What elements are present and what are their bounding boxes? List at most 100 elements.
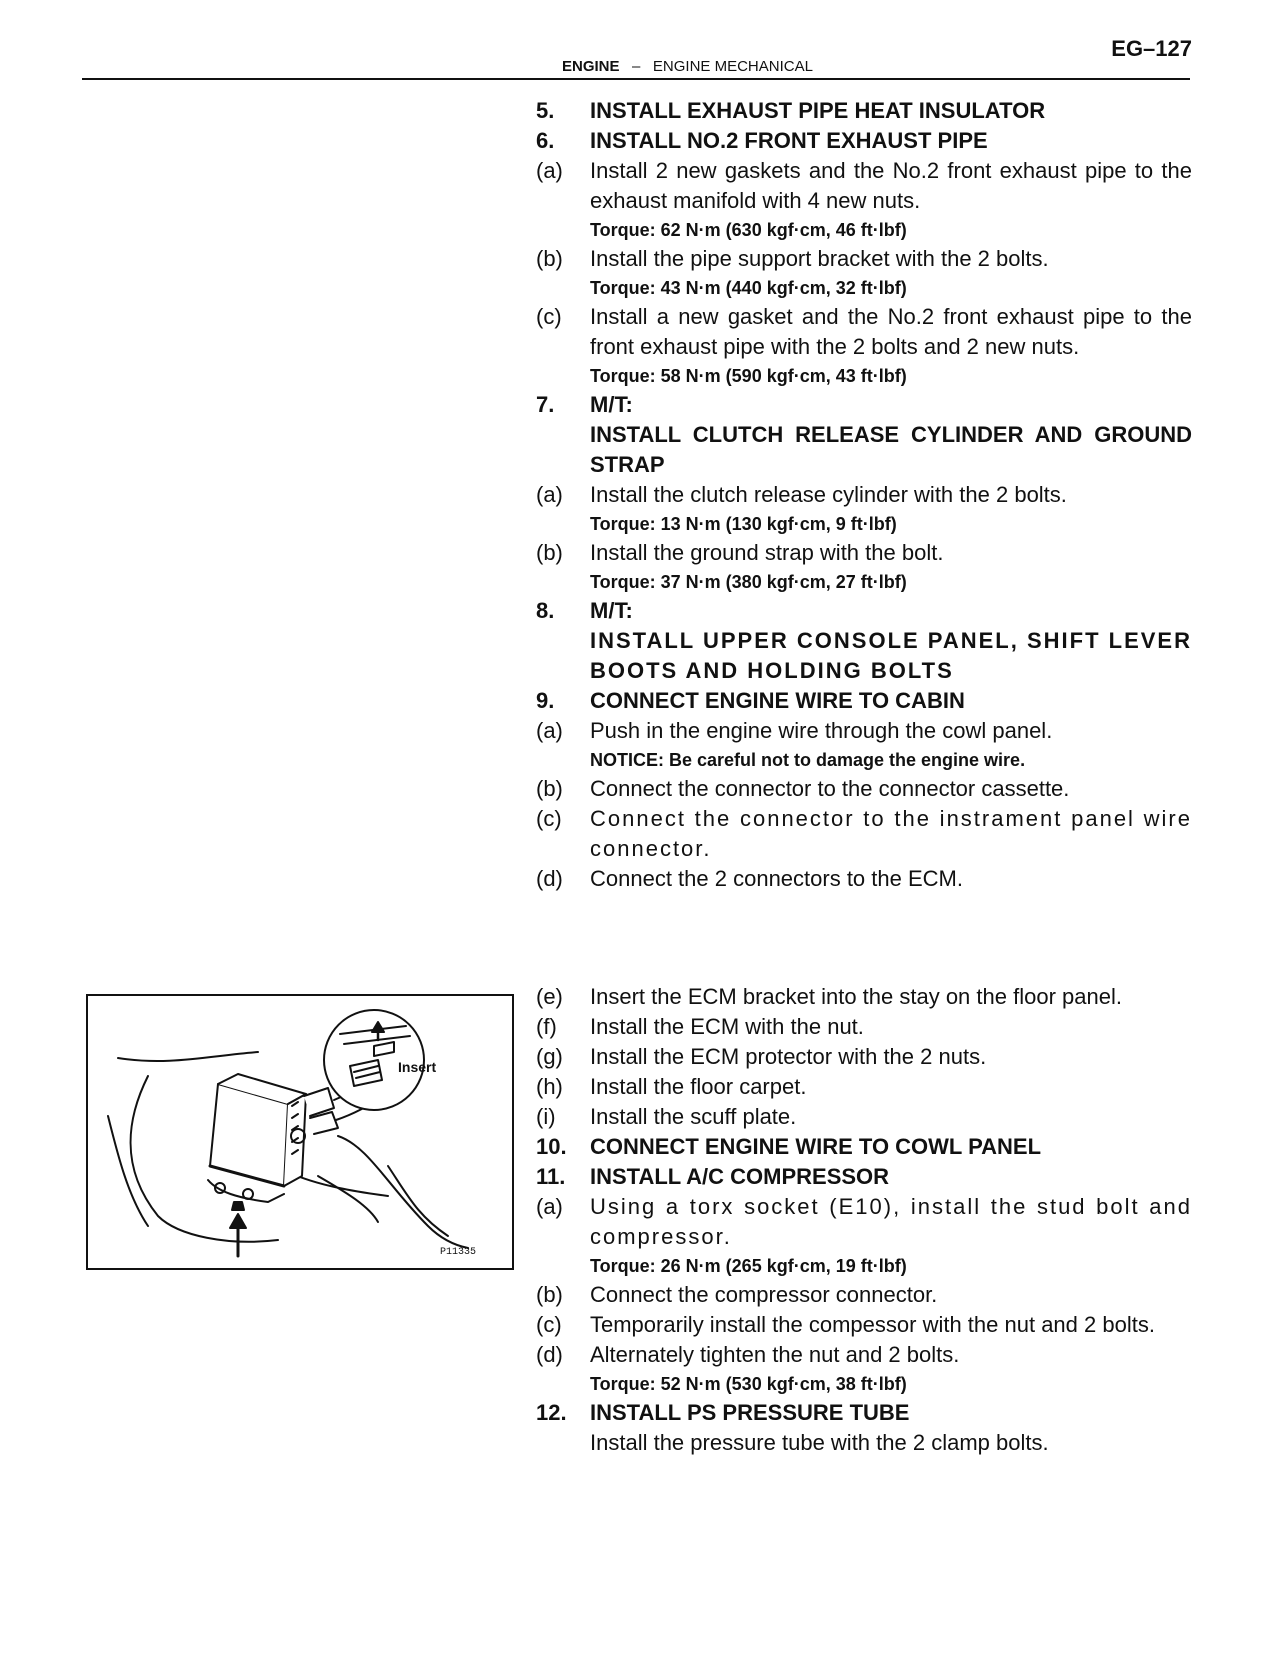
- step-heading: 10. CONNECT ENGINE WIRE TO COWL PANEL: [536, 1132, 1192, 1162]
- page-number: EG–127: [1111, 36, 1192, 61]
- item-number: (b): [536, 540, 563, 565]
- sub-step: (b) Install the ground strap with the bol…: [536, 538, 1192, 568]
- item-number: (d): [536, 1342, 563, 1367]
- item-text: CONNECT ENGINE WIRE TO COWL PANEL: [590, 1134, 1042, 1159]
- item-text: Install the scuff plate.: [590, 1104, 797, 1129]
- item-text: Install the ECM protector with the 2 nut…: [590, 1044, 987, 1069]
- item-number: (c): [536, 304, 562, 329]
- item-text: Push in the engine wire through the cowl…: [590, 718, 1053, 743]
- item-number: 5.: [536, 98, 555, 123]
- item-text: Install the ground strap with the bolt.: [590, 540, 944, 565]
- torque-spec: Torque: 52 N·m (530 kgf·cm, 38 ft·lbf): [590, 1374, 907, 1394]
- torque-spec: Torque: 58 N·m (590 kgf·cm, 43 ft·lbf): [590, 366, 907, 386]
- item-text: INSTALL UPPER CONSOLE PANEL, SHIFT LEVER…: [590, 628, 1192, 683]
- header-rule: [82, 78, 1190, 80]
- item-text: Install the clutch release cylinder with…: [590, 482, 1067, 507]
- header-separator: –: [632, 58, 641, 75]
- torque-spec: Torque: 26 N·m (265 kgf·cm, 19 ft·lbf): [590, 1256, 907, 1276]
- item-text: Connect the connector to the instrament …: [590, 806, 1192, 861]
- step-heading: 12. INSTALL PS PRESSURE TUBE: [536, 1398, 1192, 1428]
- running-header: ENGINE – ENGINE MECHANICAL: [562, 58, 813, 75]
- item-number: (a): [536, 1194, 563, 1219]
- item-text: Install the ECM with the nut.: [590, 1014, 864, 1039]
- item-text: M/T:: [590, 392, 633, 417]
- ecm-nut: [231, 1201, 245, 1211]
- sub-step: (h)Install the floor carpet.: [536, 1072, 1192, 1102]
- item-number: (f): [536, 1014, 557, 1039]
- step-heading: 8. M/T:: [536, 596, 1192, 626]
- item-number: (c): [536, 1312, 562, 1337]
- sub-step: (b) Connect the compressor connector.: [536, 1280, 1192, 1310]
- ecm-connector: [303, 1087, 335, 1117]
- item-number: (e): [536, 984, 563, 1009]
- sub-step: (b) Connect the connector to the connecto…: [536, 774, 1192, 804]
- upper-instructions: 5. INSTALL EXHAUST PIPE HEAT INSULATOR 6. I…: [536, 96, 1192, 894]
- item-number: (b): [536, 776, 563, 801]
- sub-step: (a) Push in the engine wire through the c…: [536, 716, 1192, 746]
- sub-step: (g) Install the ECM protector with the 2 …: [536, 1042, 1192, 1072]
- ecm-illustration: Insert P11335: [107, 1009, 476, 1258]
- item-text: Install a new gasket and the No.2 front …: [590, 304, 1192, 359]
- item-number: (a): [536, 158, 563, 183]
- sub-step: (d)Alternately tighten the nut and 2 bol…: [536, 1340, 1192, 1370]
- figure-code: P11335: [440, 1247, 476, 1258]
- item-text: INSTALL A/C COMPRESSOR: [590, 1164, 890, 1189]
- step-heading: INSTALL UPPER CONSOLE PANEL, SHIFT LEVER…: [536, 626, 1192, 686]
- item-text: Install the pipe support bracket with th…: [590, 246, 1049, 271]
- item-number: (i): [536, 1104, 556, 1129]
- step-heading: 7. M/T:: [536, 390, 1192, 420]
- item-number: (d): [536, 866, 563, 891]
- item-number: 8.: [536, 598, 555, 623]
- item-number: (a): [536, 482, 563, 507]
- sub-step: Install the pressure tube with the 2 cla…: [536, 1428, 1192, 1458]
- item-text: INSTALL NO.2 FRONT EXHAUST PIPE: [590, 128, 988, 153]
- item-number: (b): [536, 1282, 563, 1307]
- torque-spec: Torque: 43 N·m (440 kgf·cm, 32 ft·lbf): [590, 278, 907, 298]
- sub-step: (c) Install a new gasket and the No.2 fro…: [536, 302, 1192, 362]
- insert-label: Insert: [398, 1059, 436, 1075]
- sub-step: (d)Connect the 2 connectors to the ECM.: [536, 864, 1192, 894]
- item-text: Temporarily install the compessor with t…: [590, 1312, 1155, 1337]
- item-text: M/T:: [590, 598, 633, 623]
- item-number: 11.: [536, 1164, 566, 1189]
- item-number: 9.: [536, 688, 555, 713]
- item-text: Install 2 new gaskets and the No.2 front…: [590, 158, 1192, 213]
- ecm-installation-figure: Insert P11335: [86, 994, 514, 1270]
- item-number: 10.: [536, 1134, 567, 1159]
- item-text: INSTALL EXHAUST PIPE HEAT INSULATOR: [590, 98, 1046, 123]
- floor-contour: [117, 1051, 259, 1062]
- torque-spec: Torque: 37 N·m (380 kgf·cm, 27 ft·lbf): [590, 572, 907, 592]
- item-number: (a): [536, 718, 563, 743]
- item-number: (b): [536, 246, 563, 271]
- item-text: INSTALL PS PRESSURE TUBE: [590, 1400, 910, 1425]
- step-heading: INSTALL CLUTCH RELEASE CYLINDER AND GROU…: [536, 420, 1192, 480]
- item-text: CONNECT ENGINE WIRE TO CABIN: [590, 688, 965, 713]
- step-heading: 6. INSTALL NO.2 FRONT EXHAUST PIPE: [536, 126, 1192, 156]
- sub-step: (c) Connect the connector to the instrame…: [536, 804, 1192, 864]
- item-text: Using a torx socket (E10), install the s…: [590, 1194, 1192, 1249]
- ecm-bracket: [207, 1179, 285, 1203]
- item-text: Connect the compressor connector.: [590, 1282, 938, 1307]
- sub-step: (b) Install the pipe support bracket with…: [536, 244, 1192, 274]
- sub-step: (a) Using a torx socket (E10), install th…: [536, 1192, 1192, 1252]
- item-text: Connect the connector to the connector c…: [590, 776, 1070, 801]
- torque-spec: NOTICE: Be careful not to damage the eng…: [590, 750, 1026, 770]
- step-heading: 5. INSTALL EXHAUST PIPE HEAT INSULATOR: [536, 96, 1192, 126]
- item-number: (h): [536, 1074, 563, 1099]
- torque-spec: Torque: 13 N·m (130 kgf·cm, 9 ft·lbf): [590, 514, 897, 534]
- sub-step: (i) Install the scuff plate.: [536, 1102, 1192, 1132]
- item-text: Install the pressure tube with the 2 cla…: [590, 1430, 1049, 1455]
- floor-panel-outline: [129, 1075, 279, 1243]
- item-number: (g): [536, 1044, 563, 1069]
- header-subsection: ENGINE MECHANICAL: [652, 58, 813, 75]
- item-number: 7.: [536, 392, 555, 417]
- lower-instructions: (e) Insert the ECM bracket into the stay …: [536, 982, 1192, 1458]
- sub-step: (a) Install the clutch release cylinder w…: [536, 480, 1192, 510]
- sub-step: (a) Install 2 new gaskets and the No.2 fr…: [536, 156, 1192, 216]
- item-number: 6.: [536, 128, 555, 153]
- item-number: (c): [536, 806, 562, 831]
- item-number: 12.: [536, 1400, 567, 1425]
- item-text: Insert the ECM bracket into the stay on …: [590, 984, 1122, 1009]
- sub-step: (f) Install the ECM with the nut.: [536, 1012, 1192, 1042]
- sub-step: (c) Temporarily install the compessor wit…: [536, 1310, 1192, 1340]
